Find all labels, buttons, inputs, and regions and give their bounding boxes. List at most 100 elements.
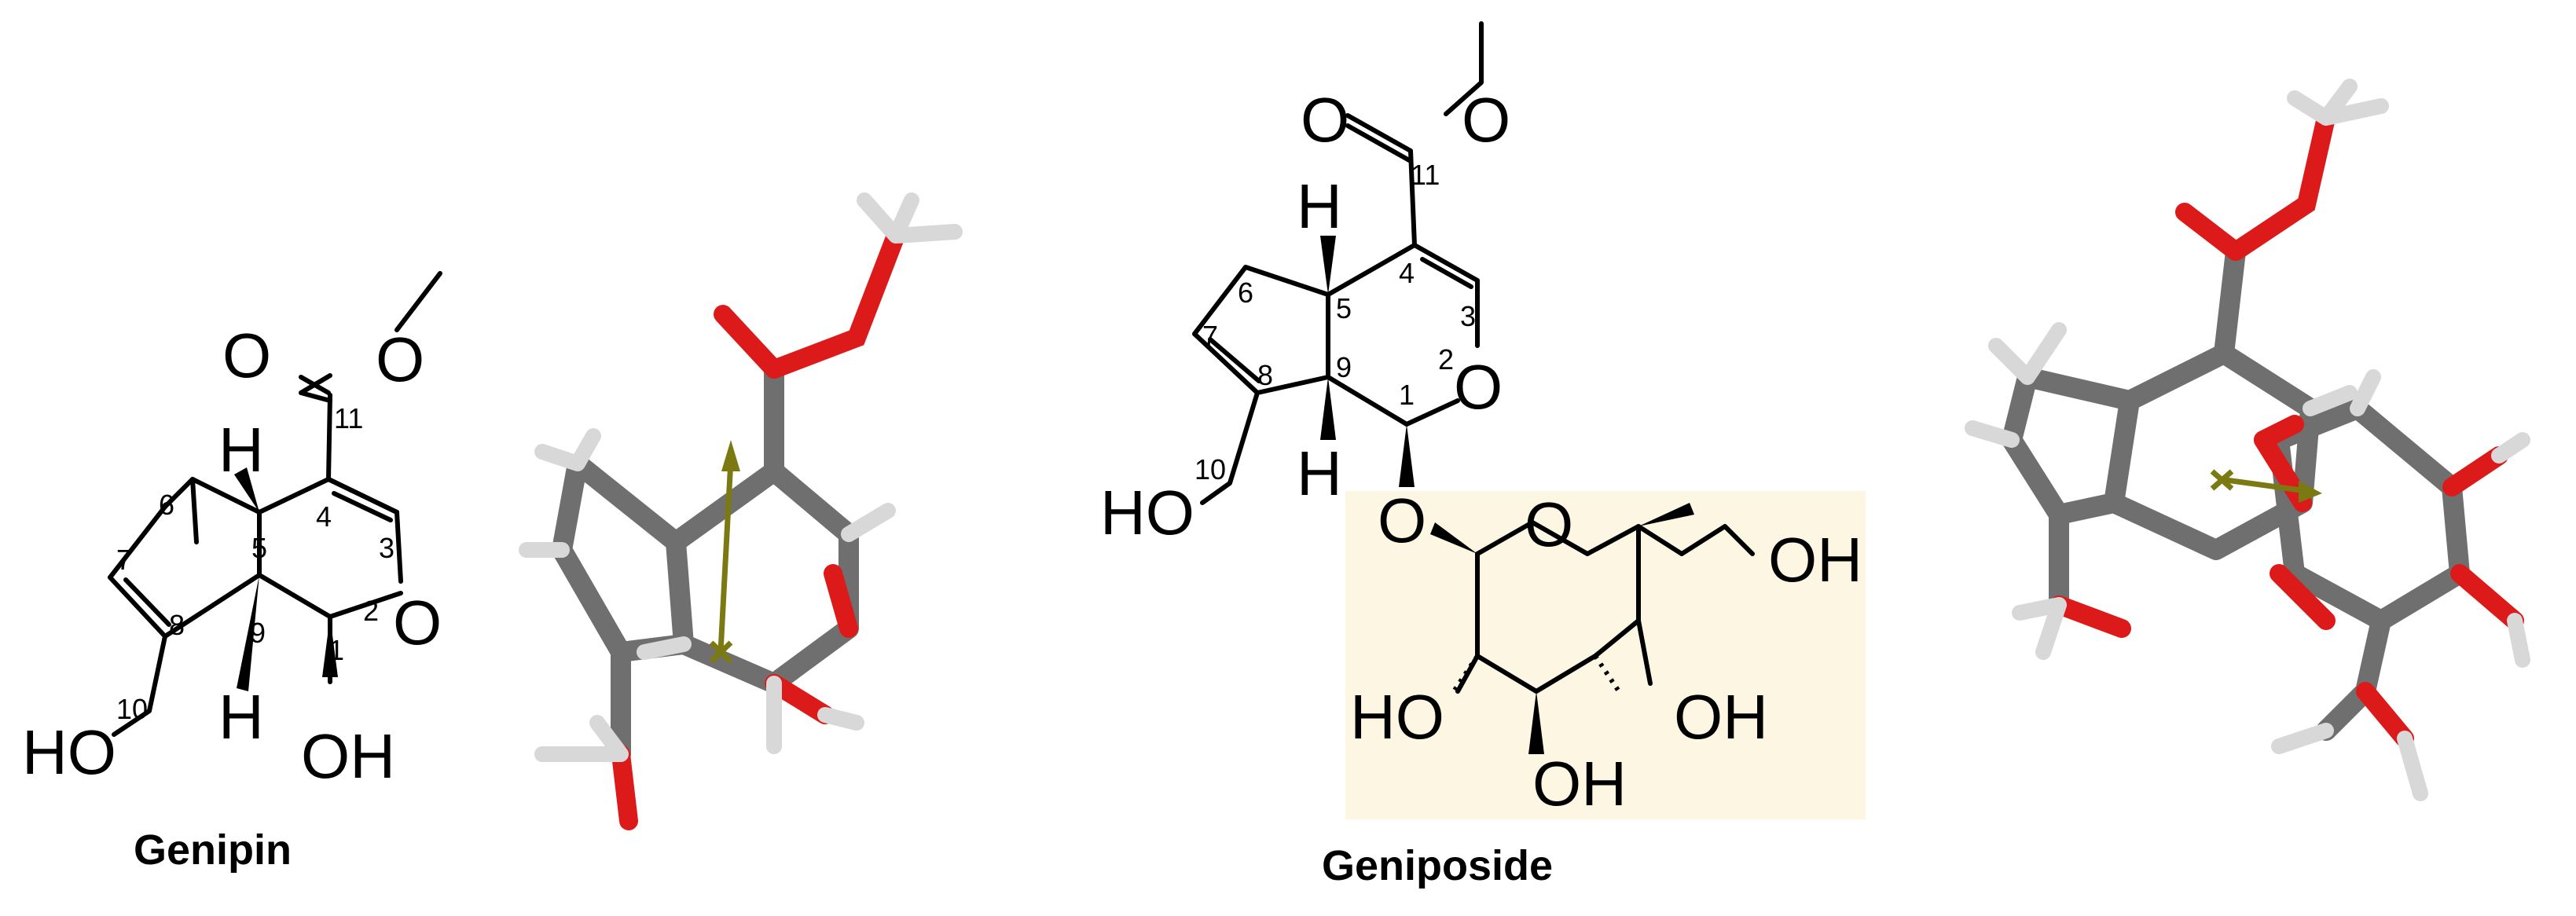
atom-label: O xyxy=(222,321,271,390)
dipole-arrow-head xyxy=(2299,481,2322,503)
wedge-bond xyxy=(1638,503,1694,526)
bond xyxy=(163,477,195,509)
position-number: 4 xyxy=(316,500,332,533)
dipole-origin-mark xyxy=(2210,469,2234,491)
oxygen-stick xyxy=(2450,564,2524,630)
dashed-bond xyxy=(1593,654,1621,693)
wedge-bond xyxy=(1320,236,1336,295)
bond xyxy=(394,510,403,584)
dipole-arrow xyxy=(2219,476,2307,494)
oxygen-stick xyxy=(2175,203,2245,261)
hydrogen-stick xyxy=(2271,613,2530,801)
atom-label: OH xyxy=(301,721,395,791)
wedge-bond xyxy=(1430,522,1477,554)
position-number: 5 xyxy=(251,532,267,564)
wedge-bond xyxy=(1320,377,1336,440)
oxygen-stick xyxy=(824,564,858,638)
position-number: 4 xyxy=(1399,257,1415,289)
oxygen-stick xyxy=(2270,564,2336,630)
hydrogen-stick xyxy=(2287,79,2389,126)
carbon-stick xyxy=(2214,241,2246,364)
atom-label: HO xyxy=(1100,478,1194,548)
wedge-bond xyxy=(1399,424,1415,487)
bond xyxy=(108,575,167,639)
position-number: 1 xyxy=(328,634,344,666)
atom-label: O xyxy=(1301,85,1349,155)
bond xyxy=(112,634,167,737)
atom-label: O xyxy=(1462,85,1510,155)
geniposide-structure: O O O O O OH HO OH OH HO H H 1 2 3 4 5 6… xyxy=(1100,21,1866,889)
oxygen-stick xyxy=(2049,595,2131,638)
bond xyxy=(1326,375,1460,427)
bond xyxy=(1408,148,1417,247)
bond xyxy=(108,504,167,580)
dipole-arrow xyxy=(717,459,734,653)
bond xyxy=(1412,243,1480,348)
carbon-stick xyxy=(666,461,859,694)
oxygen-stick xyxy=(2356,682,2414,748)
atom-label: H xyxy=(1297,438,1342,508)
position-number: 10 xyxy=(116,693,148,725)
bond xyxy=(394,271,442,332)
hydrogen-stick xyxy=(637,636,864,754)
bond xyxy=(299,375,331,395)
geniposide-3d-model xyxy=(1965,79,2530,801)
atom-label: OH xyxy=(1768,525,1862,595)
bond xyxy=(190,477,199,544)
position-number: 8 xyxy=(169,609,185,641)
oxygen-stick xyxy=(714,305,783,379)
position-number: 2 xyxy=(363,595,379,627)
position-number: 6 xyxy=(159,489,174,521)
bond xyxy=(257,477,331,515)
hydrogen-stick xyxy=(1965,322,2067,448)
carbon-stick xyxy=(2104,343,2321,560)
position-number: 11 xyxy=(334,402,363,434)
position-number: 7 xyxy=(116,544,132,576)
bond xyxy=(1208,337,1261,383)
oxygen-stick xyxy=(2442,446,2508,496)
position-number: 3 xyxy=(1460,300,1476,332)
bond xyxy=(1192,265,1330,395)
oxygen-stick xyxy=(2254,415,2304,449)
hydrogen-stick xyxy=(857,192,963,244)
atom-label: H xyxy=(1297,171,1342,241)
atom-label: HO xyxy=(22,717,116,787)
position-number: 2 xyxy=(1438,343,1454,376)
position-number: 3 xyxy=(379,532,394,564)
hydrogen-stick xyxy=(2303,369,2530,463)
bond xyxy=(257,573,332,619)
bond xyxy=(326,393,332,482)
position-number: 6 xyxy=(1238,277,1253,309)
position-number: 9 xyxy=(250,617,266,649)
position-number: 1 xyxy=(1399,379,1415,411)
position-number: 9 xyxy=(1336,351,1352,383)
atom-label: O xyxy=(393,588,442,658)
bond xyxy=(163,573,262,639)
atom-label: H xyxy=(218,682,264,752)
atom-label: O xyxy=(376,324,424,394)
oxygen-stick xyxy=(765,674,835,724)
bond xyxy=(1326,243,1417,297)
wedge-bond xyxy=(322,617,338,677)
genipin-3d-model xyxy=(519,192,963,830)
atom-label: O xyxy=(1378,485,1426,555)
position-number: 5 xyxy=(1336,292,1352,324)
carbon-stick xyxy=(552,453,694,662)
atom-label: OH xyxy=(1674,682,1768,752)
bond xyxy=(1420,257,1473,289)
bond xyxy=(1475,520,1684,556)
dipole-arrow-head xyxy=(721,440,740,471)
bond xyxy=(1345,113,1413,163)
position-number: 7 xyxy=(1202,320,1218,352)
bond xyxy=(299,373,332,403)
hydrogen-stick xyxy=(2012,597,2067,660)
wedge-bond xyxy=(234,467,259,512)
position-number: 10 xyxy=(1194,453,1226,485)
atom-label: HO xyxy=(1350,682,1444,752)
wedge-bond xyxy=(237,575,259,691)
bond xyxy=(328,591,403,619)
bond xyxy=(1679,524,1755,556)
bond xyxy=(190,477,262,515)
bond xyxy=(1200,390,1260,505)
